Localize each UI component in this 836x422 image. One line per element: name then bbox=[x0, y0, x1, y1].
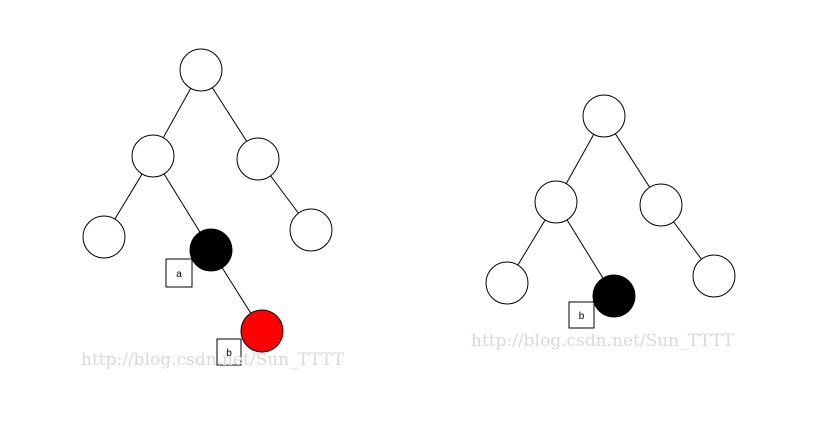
node-root-white bbox=[582, 94, 626, 138]
tag-box-b bbox=[568, 301, 595, 329]
node-r-white bbox=[639, 183, 683, 227]
node-l-white bbox=[131, 134, 175, 178]
tag-box-a bbox=[165, 258, 193, 288]
left-tree: ab bbox=[82, 48, 333, 366]
tag-box-b bbox=[216, 338, 242, 366]
tag-label-b: b bbox=[579, 311, 585, 322]
node-lrr-red bbox=[240, 309, 284, 353]
watermark-right: http://blog.csdn.net/Sun_TTTT bbox=[471, 331, 735, 351]
node-l-white bbox=[534, 180, 578, 224]
node-rr-white bbox=[692, 254, 736, 298]
node-lr-black bbox=[189, 228, 233, 272]
node-r-white bbox=[236, 137, 280, 181]
tag-label-a: a bbox=[176, 269, 182, 280]
right-tree: b bbox=[485, 94, 736, 329]
tag-label-b: b bbox=[226, 348, 232, 359]
node-ll-white bbox=[485, 261, 529, 305]
node-root-white bbox=[179, 48, 223, 92]
node-rr-white bbox=[289, 208, 333, 252]
node-lr-black bbox=[592, 274, 636, 318]
watermark-left: http://blog.csdn.net/Sun_TTTT bbox=[81, 350, 345, 370]
node-ll-white bbox=[82, 215, 126, 259]
